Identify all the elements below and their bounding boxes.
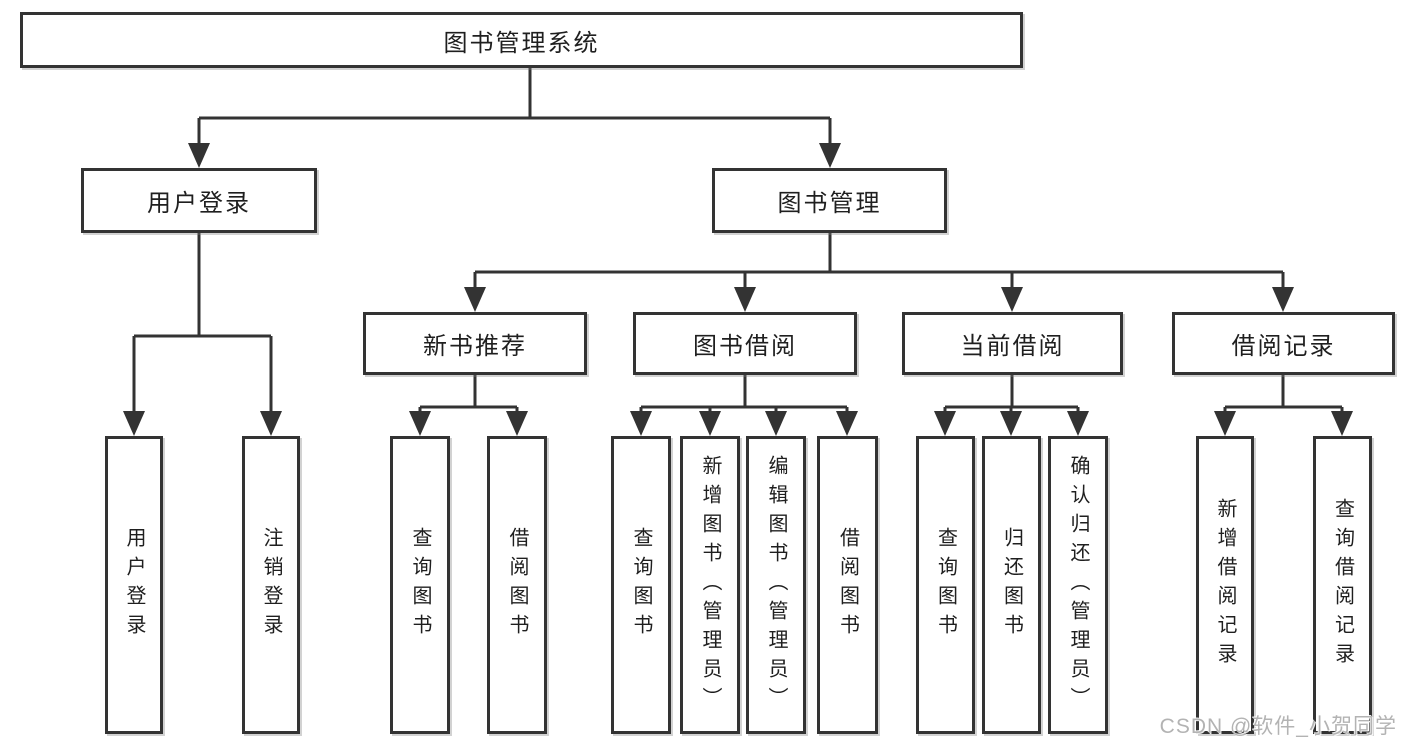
node-root-system: 图书管理系统: [20, 12, 1023, 68]
leaf-add-books-admin-label: 新增图书（管理员）: [699, 454, 721, 716]
node-book-management-label: 图书管理: [777, 190, 882, 217]
node-borrow-records-label: 借阅记录: [1231, 333, 1336, 360]
leaf-query-books-borrow-label: 查询图书: [630, 527, 652, 643]
leaf-confirm-return-admin: 确认归还（管理员）: [1048, 436, 1108, 734]
leaf-borrow-books-recommend-label: 借阅图书: [506, 527, 528, 643]
leaf-logout-label: 注销登录: [260, 527, 282, 643]
leaf-user-login-label: 用户登录: [123, 527, 145, 643]
leaf-add-borrow-record: 新增借阅记录: [1196, 436, 1254, 734]
node-book-borrow: 图书借阅: [633, 312, 857, 375]
node-user-login-label: 用户登录: [147, 190, 251, 217]
csdn-watermark: CSDN @软件_小贺同学: [1159, 715, 1397, 738]
leaf-edit-books-admin-label: 编辑图书（管理员）: [765, 454, 787, 716]
leaf-query-books-recommend-label: 查询图书: [409, 527, 431, 643]
leaf-query-borrow-record-label: 查询借阅记录: [1331, 498, 1354, 672]
leaf-add-books-admin: 新增图书（管理员）: [680, 436, 740, 734]
node-user-login: 用户登录: [81, 168, 317, 233]
leaf-query-borrow-record: 查询借阅记录: [1313, 436, 1372, 734]
node-borrow-records: 借阅记录: [1172, 312, 1395, 375]
leaf-user-login: 用户登录: [105, 436, 163, 734]
leaf-return-books: 归还图书: [982, 436, 1041, 734]
node-book-borrow-label: 图书借阅: [693, 333, 797, 360]
node-current-borrow: 当前借阅: [902, 312, 1123, 375]
node-new-book-recommend: 新书推荐: [363, 312, 587, 375]
leaf-borrow-books-recommend: 借阅图书: [487, 436, 547, 734]
leaf-query-books-current: 查询图书: [916, 436, 975, 734]
leaf-confirm-return-admin-label: 确认归还（管理员）: [1067, 454, 1089, 716]
node-current-borrow-label: 当前借阅: [960, 333, 1065, 360]
node-root-label: 图书管理系统: [443, 29, 600, 57]
leaf-logout: 注销登录: [242, 436, 300, 734]
node-book-management: 图书管理: [712, 168, 947, 233]
leaf-borrow-books-label: 借阅图书: [836, 527, 859, 643]
node-new-book-recommend-label: 新书推荐: [423, 333, 527, 360]
leaf-edit-books-admin: 编辑图书（管理员）: [746, 436, 806, 734]
leaf-add-borrow-record-label: 新增借阅记录: [1214, 498, 1236, 672]
leaf-return-books-label: 归还图书: [1000, 527, 1023, 643]
leaf-borrow-books: 借阅图书: [817, 436, 878, 734]
leaf-query-books-borrow: 查询图书: [611, 436, 671, 734]
leaf-query-books-current-label: 查询图书: [934, 527, 957, 643]
leaf-query-books-recommend: 查询图书: [390, 436, 450, 734]
